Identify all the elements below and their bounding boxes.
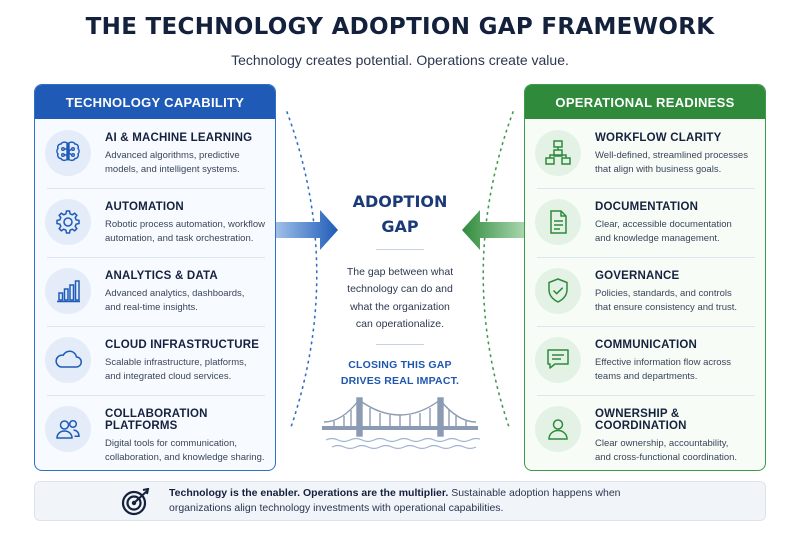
list-item-analytics-data: ANALYTICS & DATA Advanced analytics, das… bbox=[35, 257, 275, 326]
flowchart-icon bbox=[535, 130, 581, 176]
divider bbox=[376, 249, 424, 250]
item-description-line: Well-defined, streamlined processes bbox=[595, 150, 748, 161]
item-description: Digital tools for communication, collabo… bbox=[105, 437, 267, 465]
adoption-gap-title-line: GAP bbox=[381, 216, 419, 236]
item-description-line: models, and intelligent systems. bbox=[105, 163, 240, 175]
closing-gap-callout: CLOSING THIS GAP DRIVES REAL IMPACT. bbox=[320, 358, 480, 390]
item-title: DOCUMENTATION bbox=[595, 201, 699, 213]
list-item-cloud-infrastructure: CLOUD INFRASTRUCTURE Scalable infrastruc… bbox=[35, 326, 275, 395]
item-description-line: and integrated cloud services. bbox=[105, 370, 232, 382]
list-item-collaboration-platforms: COLLABORATION PLATFORMS Digital tools fo… bbox=[35, 395, 275, 464]
item-description-line: and real-time insights. bbox=[105, 301, 198, 313]
panel-header-operations: OPERATIONAL READINESS bbox=[525, 85, 765, 119]
shield-check-icon bbox=[535, 268, 581, 314]
footer-bold-text: Technology is the enabler. Operations ar… bbox=[169, 486, 449, 499]
item-description-line: Robotic process automation, workflow bbox=[105, 219, 265, 230]
cloud-icon bbox=[45, 337, 91, 383]
item-description-line: and knowledge management. bbox=[595, 232, 720, 244]
item-description-line: Policies, standards, and controls bbox=[595, 288, 732, 299]
item-description-line: automation, and task orchestration. bbox=[105, 232, 254, 244]
list-item-communication: COMMUNICATION Effective information flow… bbox=[525, 326, 765, 395]
list-item-ownership-coordination: OWNERSHIP & COORDINATION Clear ownership… bbox=[525, 395, 765, 464]
item-description-line: Effective information flow across bbox=[595, 357, 732, 368]
item-description: Clear ownership, accountability, and cro… bbox=[595, 437, 757, 465]
divider bbox=[376, 344, 424, 345]
list-item-automation: AUTOMATION Robotic process automation, w… bbox=[35, 188, 275, 257]
footer-banner: Technology is the enabler. Operations ar… bbox=[34, 481, 766, 521]
item-description: Well-defined, streamlined processes that… bbox=[595, 149, 748, 177]
item-title: COMMUNICATION bbox=[595, 339, 698, 351]
footer-text-line: Sustainable adoption happens when bbox=[448, 486, 621, 499]
item-description-line: that align with business goals. bbox=[595, 163, 722, 175]
adoption-gap-title: ADOPTION GAP bbox=[330, 190, 470, 240]
item-description-line: and cross-functional coordination. bbox=[595, 451, 738, 463]
technology-capability-panel: TECHNOLOGY CAPABILITY AI & MACHINE LEARN… bbox=[34, 84, 276, 471]
description-line: what the organization bbox=[350, 300, 450, 313]
callout-line: CLOSING THIS GAP bbox=[348, 359, 452, 371]
item-description: Advanced algorithms, predictive models, … bbox=[105, 149, 252, 177]
item-title: ANALYTICS & DATA bbox=[105, 270, 218, 282]
item-description-line: Digital tools for communication, bbox=[105, 438, 237, 449]
page-title: THE TECHNOLOGY ADOPTION GAP FRAMEWORK bbox=[85, 14, 715, 40]
panel-header-technology: TECHNOLOGY CAPABILITY bbox=[35, 85, 275, 119]
item-description-line: that ensure consistency and trust. bbox=[595, 301, 738, 313]
item-description: Clear, accessible documentation and know… bbox=[595, 218, 732, 246]
footer-text: Technology is the enabler. Operations ar… bbox=[169, 486, 729, 516]
item-description-line: Scalable infrastructure, platforms, bbox=[105, 357, 247, 368]
item-title: AUTOMATION bbox=[105, 201, 184, 213]
gear-icon bbox=[45, 199, 91, 245]
item-description-line: Advanced algorithms, predictive bbox=[105, 150, 240, 161]
person-icon bbox=[535, 406, 581, 452]
list-item-governance: GOVERNANCE Policies, standards, and cont… bbox=[525, 257, 765, 326]
adoption-gap-description: The gap between what technology can do a… bbox=[320, 264, 480, 333]
item-title: CLOUD INFRASTRUCTURE bbox=[105, 339, 260, 351]
item-description-line: teams and departments. bbox=[595, 370, 698, 382]
list-item-workflow-clarity: WORKFLOW CLARITY Well-defined, streamlin… bbox=[525, 119, 765, 188]
chat-icon bbox=[535, 337, 581, 383]
item-title: WORKFLOW CLARITY bbox=[595, 132, 722, 144]
item-title: AI & MACHINE LEARNING bbox=[105, 132, 253, 144]
description-line: can operationalize. bbox=[355, 317, 445, 330]
item-description-line: Clear, accessible documentation bbox=[595, 219, 732, 230]
item-description-line: collaboration, and knowledge sharing. bbox=[105, 451, 265, 463]
item-description: Policies, standards, and controls that e… bbox=[595, 287, 737, 315]
bar-chart-icon bbox=[45, 268, 91, 314]
description-line: technology can do and bbox=[347, 283, 453, 296]
right-dotted-arc bbox=[482, 111, 514, 431]
item-description: Advanced analytics, dashboards, and real… bbox=[105, 287, 244, 315]
item-title: GOVERNANCE bbox=[595, 270, 680, 282]
left-pointing-arrow-icon bbox=[462, 210, 524, 250]
callout-line: DRIVES REAL IMPACT. bbox=[340, 374, 460, 387]
brain-icon bbox=[45, 130, 91, 176]
footer-text-line: organizations align technology investmen… bbox=[169, 502, 504, 514]
users-icon bbox=[45, 406, 91, 452]
list-item-documentation: DOCUMENTATION Clear, accessible document… bbox=[525, 188, 765, 257]
page-subtitle: Technology creates potential. Operations… bbox=[231, 52, 569, 68]
item-description-line: Advanced analytics, dashboards, bbox=[105, 288, 245, 299]
description-line: The gap between what bbox=[346, 266, 454, 278]
item-description: Robotic process automation, workflow aut… bbox=[105, 218, 265, 246]
item-description-line: Clear ownership, accountability, bbox=[595, 438, 729, 449]
item-title: OWNERSHIP & COORDINATION bbox=[595, 408, 687, 432]
left-dotted-arc bbox=[286, 111, 318, 431]
item-description: Effective information flow across teams … bbox=[595, 356, 731, 384]
target-icon bbox=[121, 488, 150, 516]
bridge-icon bbox=[322, 397, 480, 450]
document-icon bbox=[535, 199, 581, 245]
operational-readiness-panel: OPERATIONAL READINESS WORKFLOW CLARITY W… bbox=[524, 84, 766, 471]
right-pointing-arrow-icon bbox=[276, 210, 338, 250]
item-description: Scalable infrastructure, platforms, and … bbox=[105, 356, 259, 384]
adoption-gap-title-line: ADOPTION bbox=[352, 192, 448, 211]
item-title: COLLABORATION PLATFORMS bbox=[105, 408, 208, 432]
list-item-ai-machine-learning: AI & MACHINE LEARNING Advanced algorithm… bbox=[35, 119, 275, 188]
